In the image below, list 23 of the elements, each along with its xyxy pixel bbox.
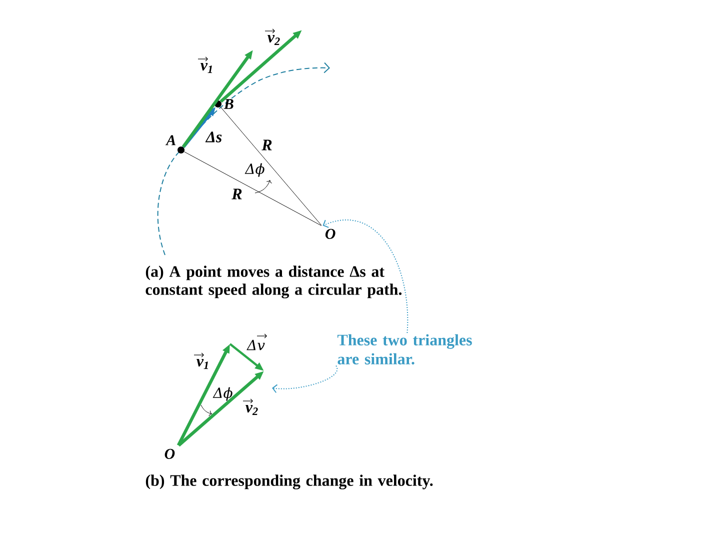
edge-label: v$_{2}$ [268,35,280,45]
radius-line [220,106,322,226]
angle-label: Δϕ [212,387,232,401]
dotted-arrow [272,365,338,394]
radius-line [184,152,322,226]
caption: (b) The corresponding change in velocity. [146,474,433,490]
callout-text: These two triangles are similar. [337,334,472,365]
node-label: A [165,135,176,146]
vertex-label: O [164,448,175,459]
angle-label: Δϕ [244,163,264,177]
edge-label: Δs [205,132,222,142]
labeled-point: B [214,99,234,109]
edge-label: v$_{2}$ [246,405,258,415]
node-label: B [224,99,234,109]
labeled-point: A [165,135,184,154]
vector-label: Δv [246,340,265,350]
edge-label: v$_{1}$ [200,63,212,73]
edge-label: R [232,188,242,200]
edge-label: v$_{1}$ [196,359,208,369]
dotted-arrow [322,220,408,334]
edge-label: R [262,140,272,150]
caption: (a) A point moves a distance Δs at constant speed along a circular path. [146,266,402,298]
vertex-label: O [325,228,336,239]
